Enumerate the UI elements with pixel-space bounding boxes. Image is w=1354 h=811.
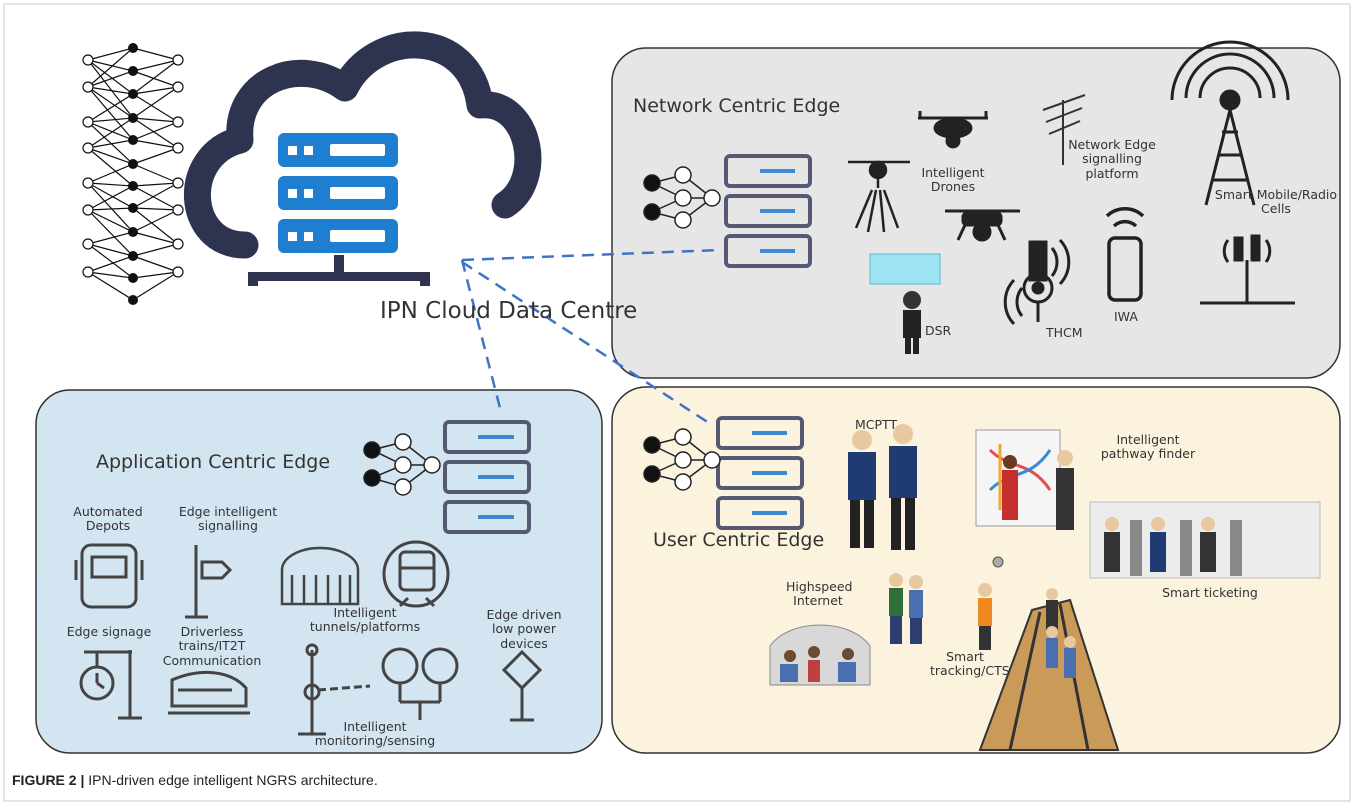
smart-ticketing-label: Smart ticketing	[1162, 585, 1258, 600]
antenna-icon	[1042, 94, 1086, 165]
caption-text: IPN-driven edge intelligent NGRS archite…	[84, 772, 378, 788]
user-centric-title: User Centric Edge	[653, 529, 825, 551]
application-centric-title: Application Centric Edge	[96, 451, 331, 473]
edge-signage-icon	[79, 650, 142, 720]
train-interior-icon	[769, 624, 871, 686]
signalling-platform-label: Network Edge signalling platform	[1068, 137, 1156, 181]
tunnel-station-icon	[280, 546, 360, 606]
thcm-label: THCM	[1046, 325, 1083, 340]
neural-network-icon	[82, 43, 184, 305]
edge-signalling-label: Edge intelligent signalling	[178, 504, 278, 534]
spray-drone-icon	[848, 160, 910, 233]
edge-signage-label: Edge signage	[66, 624, 152, 639]
monitoring-sensors-icon	[381, 647, 459, 720]
iwa-phone-icon	[1105, 207, 1145, 302]
driverless-trains-label: Driverless trains/IT2T Communication	[162, 624, 262, 668]
drones-label: Intelligent Drones	[921, 165, 985, 195]
dsr-person-icon	[869, 253, 941, 354]
low-power-device-icon	[501, 649, 543, 722]
cloud-label: IPN Cloud Data Centre	[380, 298, 638, 324]
low-power-devices-label: Edge driven low power devices	[486, 607, 562, 651]
monitoring-sensing-label: Intelligent monitoring/sensing	[314, 719, 436, 749]
signal-post-icon	[185, 545, 233, 619]
radio-tower-icon	[1170, 40, 1290, 206]
bullet-train-icon	[168, 670, 250, 715]
application-centric-panel	[35, 389, 603, 754]
network-nn-icon	[643, 166, 721, 229]
pathway-finder-label: Intelligent pathway finder	[1100, 432, 1196, 462]
dsr-label: DSR	[925, 323, 952, 338]
user-server-icon	[716, 416, 804, 530]
level-crossing-icon	[298, 643, 371, 736]
application-nn-icon	[363, 433, 441, 496]
application-server-icon	[443, 420, 531, 534]
escalator-icon	[978, 588, 1120, 751]
link-network	[461, 248, 721, 262]
user-nn-icon	[643, 428, 721, 491]
cloud-icon	[183, 31, 542, 259]
ticket-gates-icon	[1089, 501, 1321, 579]
network-server-icon	[724, 154, 812, 268]
pathway-finder-icon	[975, 429, 1074, 530]
figure-caption: FIGURE 2 | IPN-driven edge intelligent N…	[12, 772, 378, 788]
tunnels-platforms-label: Intelligent tunnels/platforms	[309, 605, 421, 635]
radio-cells-label: Smart Mobile/Radio Cells	[1214, 187, 1338, 217]
network-centric-title: Network Centric Edge	[633, 95, 841, 117]
train-front-icon	[382, 540, 450, 608]
mcptt-label: MCPTT	[855, 417, 898, 432]
cloud-server-icon	[248, 133, 430, 286]
link-user	[461, 260, 713, 427]
smart-tracking-label: Smart tracking/CTS	[930, 649, 1010, 679]
mcptt-officers-icon	[848, 424, 917, 550]
smart-tracking-people-icon	[889, 556, 1004, 650]
automated-depots-label: Automated Depots	[73, 504, 143, 534]
link-application	[460, 259, 502, 409]
dashed-links	[460, 248, 721, 427]
iwa-label: IWA	[1114, 309, 1138, 324]
figure-frame	[3, 3, 1351, 802]
drone-icon	[918, 111, 988, 149]
automated-depot-icon	[74, 543, 144, 609]
camera-drone-icon	[945, 209, 1020, 242]
caption-prefix: FIGURE 2 |	[12, 772, 85, 788]
highspeed-internet-label: Highspeed Internet	[786, 579, 853, 609]
thcm-icon	[1003, 238, 1071, 326]
cell-tower-icon	[1200, 234, 1295, 305]
